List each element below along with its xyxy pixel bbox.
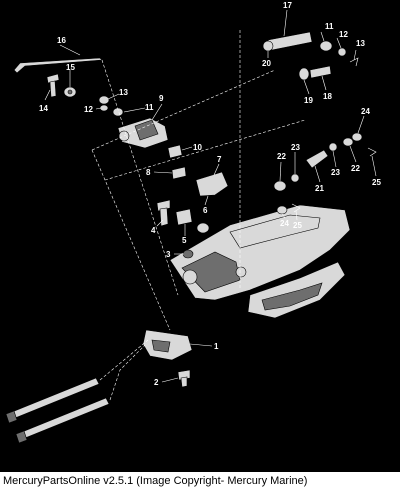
screw-14 — [46, 73, 60, 98]
callout-25-lower: 25 — [293, 221, 302, 230]
callout-6: 6 — [203, 206, 208, 215]
callout-25-upper: 25 — [372, 178, 381, 187]
copyright-caption: MercuryPartsOnline v2.5.1 (Image Copyrig… — [0, 472, 400, 490]
callout-16: 16 — [57, 36, 66, 45]
screw-4 — [156, 199, 171, 227]
callout-12-right: 12 — [339, 30, 348, 39]
washer-20 — [262, 40, 274, 52]
callout-17: 17 — [283, 1, 292, 10]
parts-diagram: 16 15 14 13 12 11 9 10 8 7 6 5 4 3 17 11… — [0, 0, 400, 472]
clip-25-upper — [367, 147, 377, 157]
callout-7: 7 — [217, 155, 222, 164]
callout-3: 3 — [166, 250, 171, 259]
screw-18 — [309, 65, 332, 79]
engine-bracket — [169, 204, 351, 319]
control-cables — [5, 377, 110, 444]
throttle-cable — [13, 57, 103, 74]
callout-12-left: 12 — [84, 105, 93, 114]
link-rod-17 — [267, 31, 313, 51]
callout-1: 1 — [214, 342, 219, 351]
bracket-7 — [195, 171, 229, 197]
cable-anchor-bracket-1 — [142, 329, 193, 361]
callout-24-lower: 24 — [280, 219, 289, 228]
callout-20: 20 — [262, 59, 271, 68]
bushing-24-upper — [351, 132, 363, 142]
spacer-10 — [167, 144, 183, 159]
callout-24-upper: 24 — [361, 107, 370, 116]
callout-10: 10 — [193, 143, 202, 152]
nut-3 — [182, 249, 194, 259]
assembly-lines — [91, 30, 306, 401]
callout-15: 15 — [66, 63, 75, 72]
callout-13-left: 13 — [119, 88, 128, 97]
callout-11-right: 11 — [325, 22, 334, 31]
clip-13-right — [349, 57, 359, 67]
washer-13-left — [98, 95, 110, 105]
clip-25-lower — [291, 203, 301, 213]
callout-14: 14 — [39, 104, 48, 113]
screw-2 — [177, 369, 191, 388]
callout-21: 21 — [315, 184, 324, 193]
callout-9: 9 — [159, 94, 164, 103]
bushing-22-lower — [273, 180, 287, 192]
spacer-19 — [298, 67, 310, 81]
callout-22-lower: 22 — [277, 152, 286, 161]
bushing-11-left — [112, 107, 124, 117]
callout-23-upper: 23 — [331, 168, 340, 177]
callout-19: 19 — [304, 96, 313, 105]
parts-diagram-svg: 16 15 14 13 12 11 9 10 8 7 6 5 4 3 17 11… — [5, 1, 381, 444]
callout-2: 2 — [154, 378, 159, 387]
bushing-11-right — [319, 40, 333, 52]
washer-23-upper — [328, 142, 338, 152]
callout-18: 18 — [323, 92, 332, 101]
spacer-5 — [175, 208, 193, 226]
washer-12-left — [99, 104, 109, 112]
washer-12-right — [337, 47, 347, 57]
callout-22-upper: 22 — [351, 164, 360, 173]
callout-23-lower: 23 — [291, 143, 300, 152]
screw-8 — [171, 166, 187, 180]
callouts: 16 15 14 13 12 11 9 10 8 7 6 5 4 3 17 11… — [39, 1, 381, 387]
callout-13-right: 13 — [356, 39, 365, 48]
bushing-22-upper — [342, 137, 354, 147]
washer-23-lower — [290, 173, 300, 183]
callout-11-left: 11 — [145, 103, 154, 112]
bushing-6 — [196, 222, 210, 234]
callout-5: 5 — [182, 236, 187, 245]
bushing-24-lower — [276, 205, 288, 215]
callout-8: 8 — [146, 168, 151, 177]
leader-lines — [44, 9, 377, 383]
callout-4: 4 — [151, 226, 156, 235]
link-21 — [305, 149, 329, 169]
nut-15 — [63, 86, 77, 98]
throttle-lever-9 — [117, 117, 169, 149]
